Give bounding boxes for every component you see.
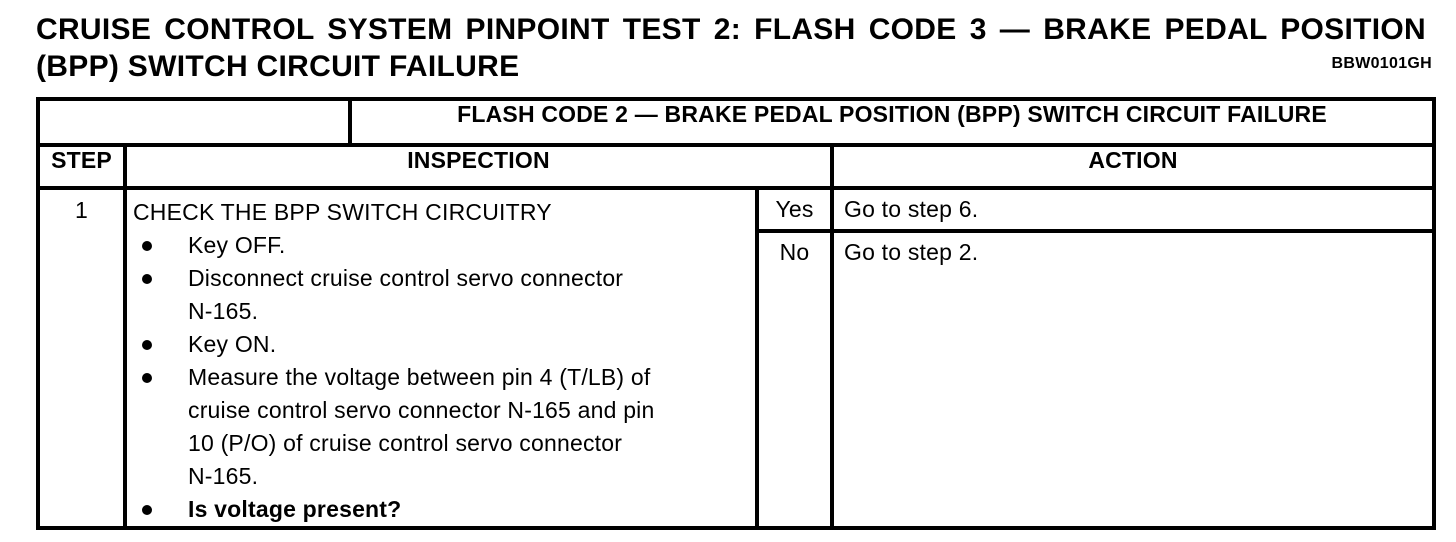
inspection-bullet: Disconnect cruise control servo connecto…: [133, 262, 751, 328]
inspection-bullet: Key OFF.: [133, 229, 751, 262]
page-title: CRUISE CONTROL SYSTEM PINPOINT TEST 2: F…: [36, 13, 1432, 84]
bullet-icon: [133, 361, 188, 493]
step-row-no: No Go to step 2.: [38, 229, 1436, 530]
column-header-action: ACTION: [830, 143, 1436, 190]
flash-code-banner: FLASH CODE 2 — BRAKE PEDAL POSITION (BPP…: [348, 97, 1436, 147]
outcome-action-yes: Go to step 6.: [830, 186, 1436, 233]
inspection-bullet: Key ON.: [133, 328, 751, 361]
inspection-bullet: Measure the voltage between pin 4 (T/LB)…: [133, 361, 751, 493]
banner-row: FLASH CODE 2 — BRAKE PEDAL POSITION (BPP…: [36, 97, 1436, 147]
page-title-line1: CRUISE CONTROL SYSTEM PINPOINT TEST 2: F…: [36, 13, 1426, 46]
inspection-title: CHECK THE BPP SWITCH CIRCUITRY: [133, 199, 552, 225]
step-row-yes: 1 CHECK THE BPP SWITCH CIRCUITRY Key OFF…: [36, 186, 1436, 530]
bullet-icon: [133, 229, 188, 262]
outcome-label-no: No: [755, 229, 834, 530]
column-header-step: STEP: [36, 143, 127, 190]
bullet-icon: [133, 493, 188, 526]
outcome-label-yes: Yes: [755, 186, 834, 233]
bullet-icon: [133, 262, 188, 328]
page-title-line2: (BPP) SWITCH CIRCUIT FAILURE: [36, 50, 520, 83]
inspection-bullet: Is voltage present?: [133, 493, 751, 526]
pinpoint-test-table: FLASH CODE 2 — BRAKE PEDAL POSITION (BPP…: [36, 97, 1436, 530]
inspection-cell: CHECK THE BPP SWITCH CIRCUITRY Key OFF. …: [123, 186, 759, 530]
step-number: 1: [36, 186, 127, 530]
doc-code: BBW0101GH: [1331, 55, 1432, 72]
column-header-inspection: INSPECTION: [123, 143, 834, 190]
bullet-icon: [133, 328, 188, 361]
banner-empty-cell: [36, 97, 352, 147]
outcome-action-no: Go to step 2.: [830, 229, 1436, 530]
column-header-row: STEP INSPECTION ACTION: [36, 143, 1436, 190]
